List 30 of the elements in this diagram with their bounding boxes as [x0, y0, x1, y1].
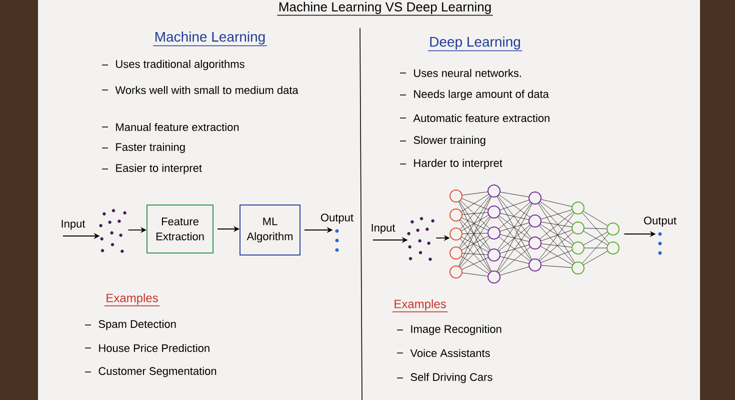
bullet-text: Easier to interpret — [116, 164, 202, 174]
process-box: ML Algorithm — [240, 204, 300, 256]
bullet-text: Spam Detection — [98, 320, 176, 330]
output-label: Output — [321, 214, 354, 224]
input-dots — [99, 209, 126, 253]
bullet-text: Uses traditional algorithms — [116, 60, 244, 70]
input-dots — [407, 217, 434, 261]
bullet-text: Image Recognition — [411, 324, 502, 336]
bullet-text: Faster training — [116, 142, 185, 154]
bullet-text: Harder to interpret — [414, 158, 502, 170]
bullet-text: Customer Segmentation — [98, 366, 216, 378]
examples-heading: Examples — [392, 299, 448, 312]
output-dots — [658, 232, 662, 255]
bullet-text: Slower training — [414, 136, 486, 146]
neural-network-drawing — [450, 184, 620, 284]
bullet-text: House Price Prediction — [99, 344, 210, 352]
output-label: Output — [644, 216, 676, 227]
title: Machine Learning VS Deep Learning — [276, 2, 494, 16]
process-box: Feature Extraction — [146, 204, 214, 254]
bullet-text: Uses neural networks. — [414, 68, 521, 78]
bullet-text: Automatic feature extraction — [413, 114, 550, 122]
bullet-text: Works well with small to medium data — [115, 86, 298, 94]
bullet-text: Manual feature extraction — [116, 122, 239, 132]
bullet-text: Self Driving Cars — [410, 372, 492, 384]
bullet-text: Voice Assistants — [410, 348, 490, 358]
examples-heading: Examples — [104, 293, 160, 306]
section-heading: Machine Learning — [152, 31, 268, 46]
section-heading: Deep Learning — [427, 36, 523, 52]
output-dots — [335, 229, 339, 252]
bullet-text: Needs large amount of data — [414, 90, 549, 100]
